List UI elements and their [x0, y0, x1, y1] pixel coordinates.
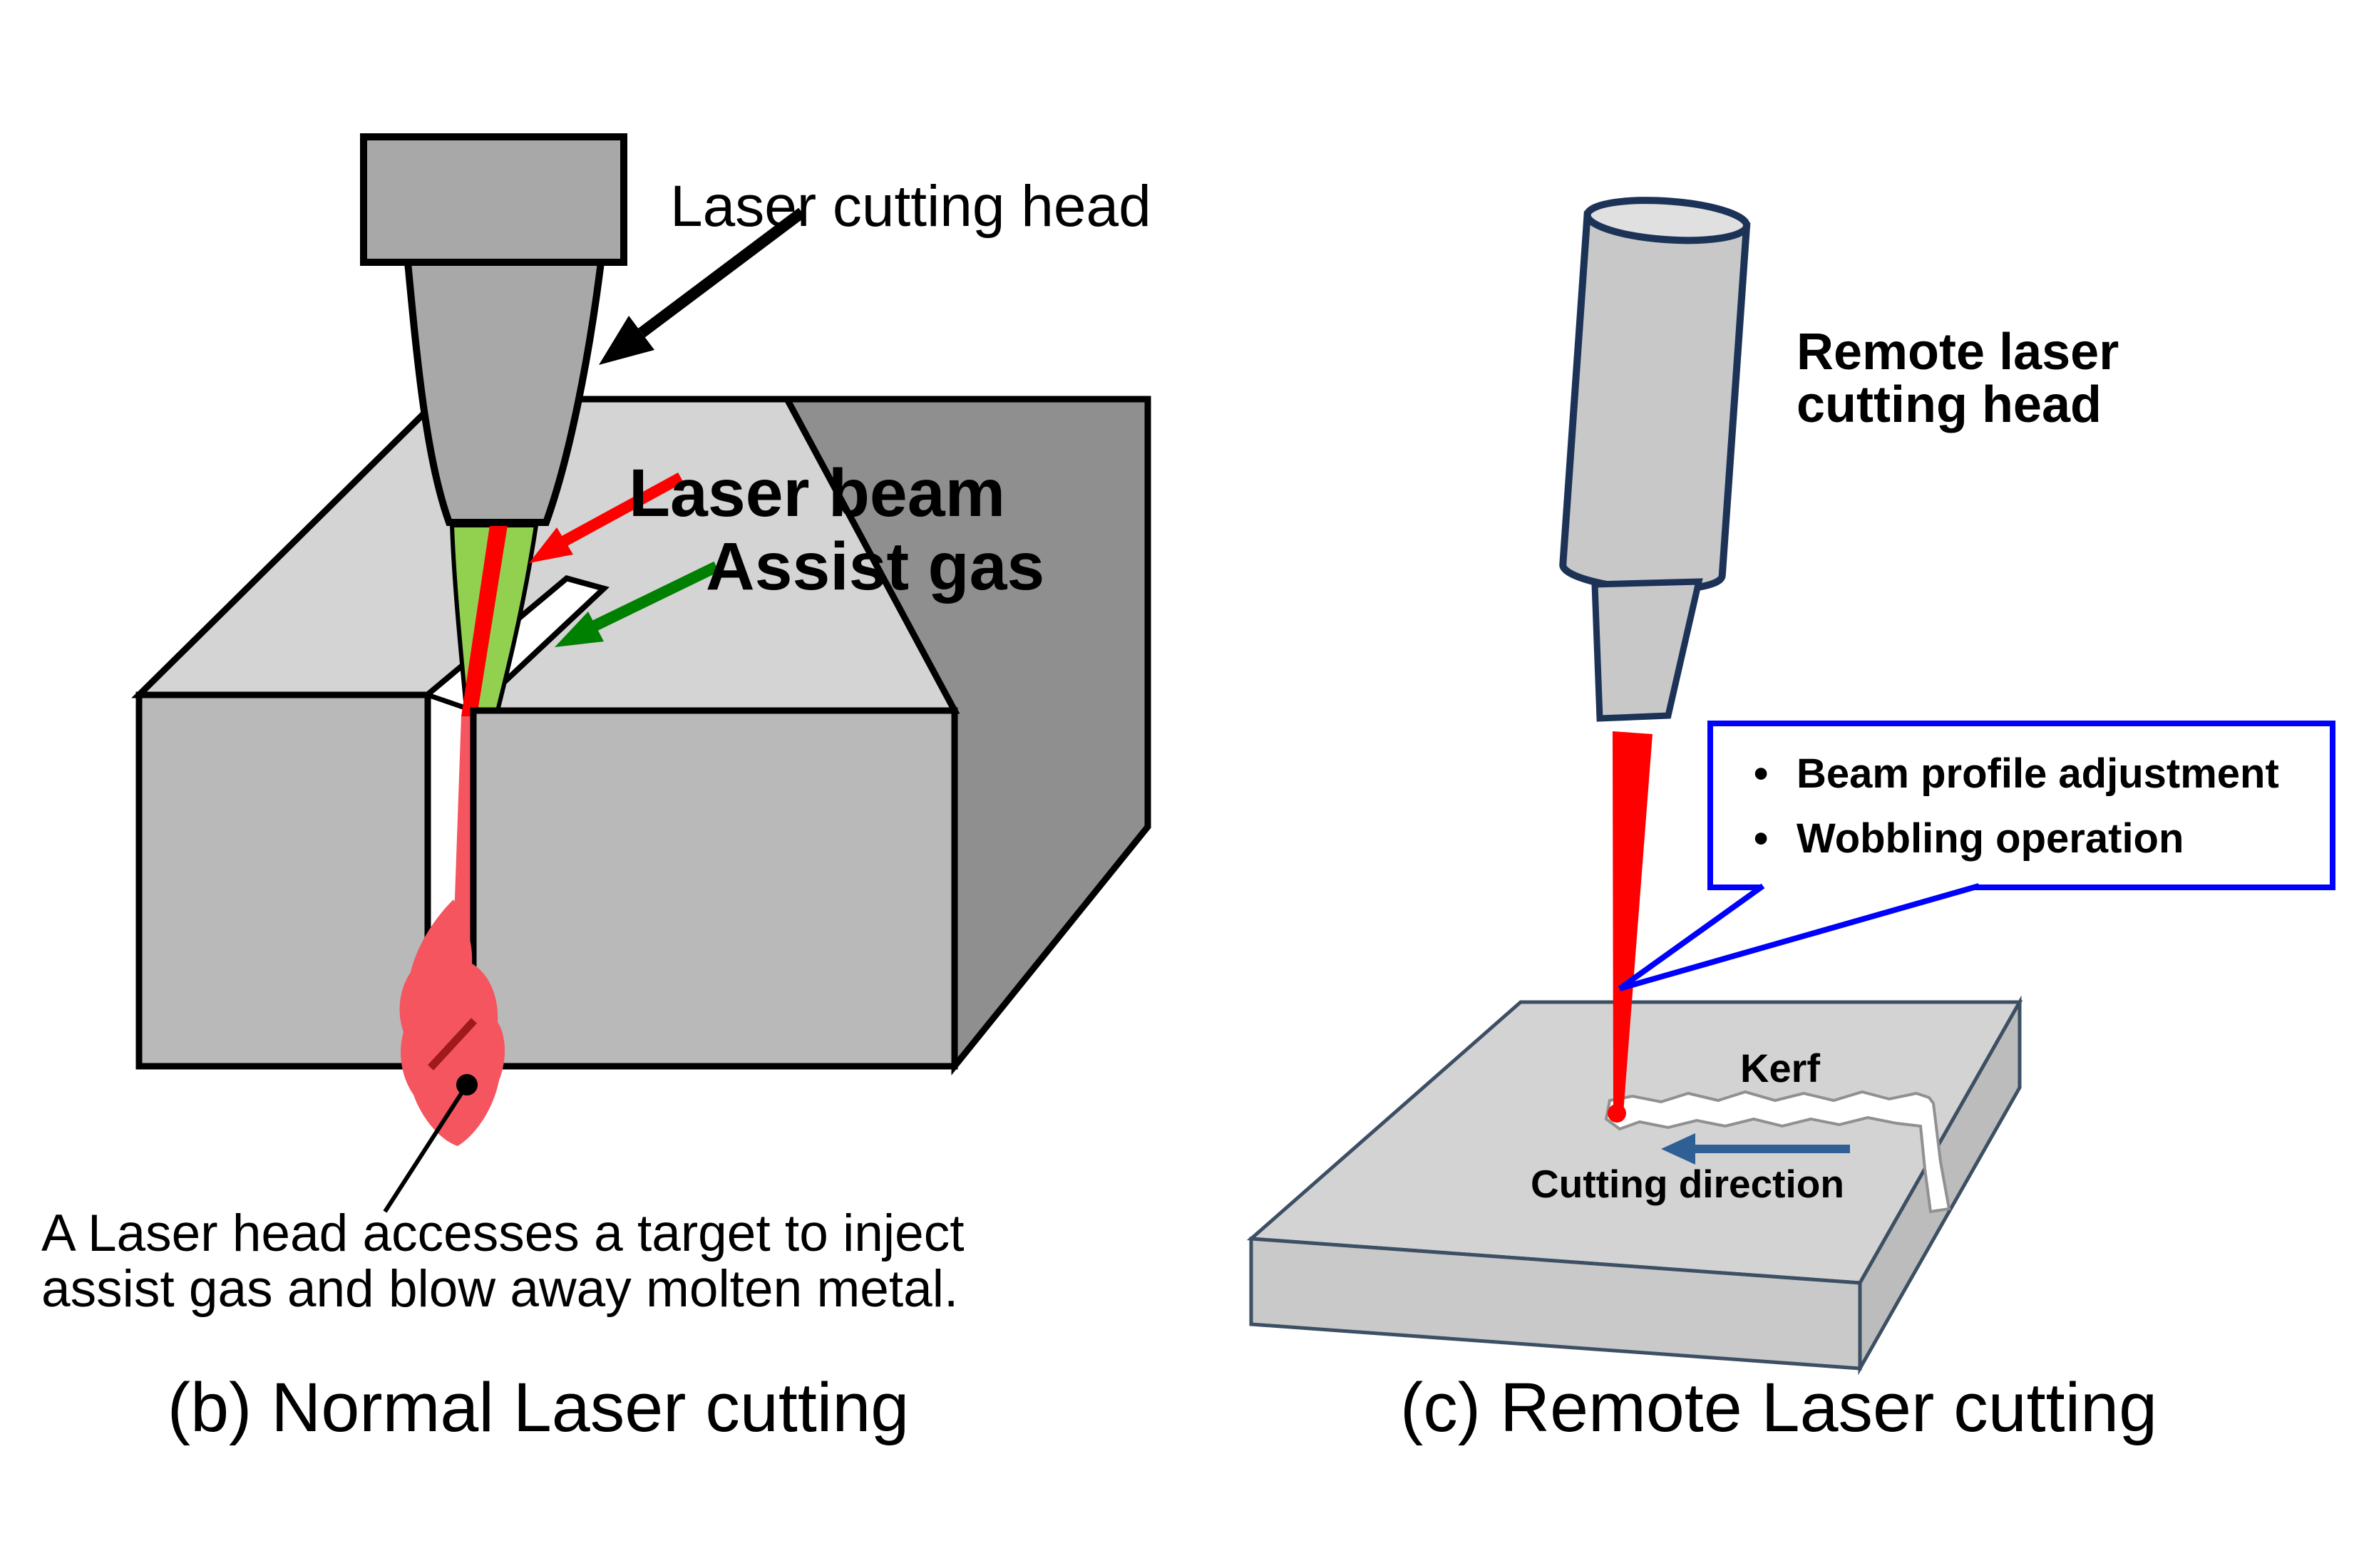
description-line-1: A Laser head accesses a target to inject — [41, 1205, 965, 1262]
remote-head-label-line2: cutting head — [1797, 376, 2102, 433]
callout-item-beam-profile: Beam profile adjustment — [1797, 751, 2279, 797]
block-front-face-right — [470, 707, 958, 1070]
laser-cutting-head-label: Laser cutting head — [670, 174, 1151, 239]
callout-item-wobbling: Wobbling operation — [1797, 815, 2184, 862]
remote-head-label-line1: Remote laser — [1797, 324, 2119, 381]
remote-laser-cutting-diagram: • Beam profile adjustment • Wobbling ope… — [1246, 197, 2335, 1446]
laser-head-nozzle — [404, 259, 605, 526]
gas-arrow-tip — [555, 612, 604, 647]
normal-laser-cutting-diagram: Laser cutting head Laser beam Assist gas… — [41, 133, 1151, 1446]
cylinder-top-ellipse — [1583, 197, 1751, 244]
remote-laser-beam — [1613, 731, 1653, 1113]
direction-arrow-tip — [1661, 1133, 1695, 1165]
left-caption: (b) Normal Laser cutting — [168, 1368, 909, 1446]
remote-head-nozzle — [1591, 578, 1703, 722]
laser-beam-label: Laser beam — [629, 455, 1005, 531]
laser-head-body — [360, 133, 627, 266]
beam-arrow-tip — [529, 527, 573, 563]
molten-leader-line — [383, 1083, 469, 1213]
block-front-face-left — [135, 691, 431, 1070]
head-arrow-shaft — [638, 207, 806, 338]
cutting-direction-label: Cutting direction — [1531, 1162, 1844, 1206]
right-caption: (c) Remote Laser cutting — [1400, 1368, 2157, 1446]
kerf-label: Kerf — [1740, 1046, 1820, 1090]
head-pointer-arrow — [599, 207, 806, 365]
assist-gas-label: Assist gas — [706, 529, 1044, 604]
assist-gas-arrow — [555, 561, 719, 647]
molten-metal-blob — [399, 899, 505, 1146]
beam-arrow-shaft — [560, 472, 684, 547]
bullet-icon: • — [1754, 815, 1768, 862]
callout-bubble: • Beam profile adjustment • Wobbling ope… — [1618, 721, 2335, 991]
callout-tail-right — [1618, 883, 1980, 991]
gas-arrow-shaft — [589, 561, 719, 633]
cylinder-body — [1559, 211, 1751, 594]
cutting-direction-arrow — [1661, 1133, 1850, 1165]
bullet-icon: • — [1754, 751, 1768, 797]
callout-tail-left — [1618, 883, 1765, 991]
melt-front-line — [427, 1018, 478, 1071]
callout-box — [1707, 721, 2335, 890]
kerf-cut-shape — [1604, 1090, 1951, 1214]
head-arrow-tip — [599, 316, 654, 365]
remote-head-cylinder — [1559, 197, 1751, 594]
description-line-2: assist gas and blow away molten metal. — [41, 1260, 958, 1318]
molten-anchor-dot — [456, 1074, 478, 1095]
laser-spot-dot — [1608, 1104, 1626, 1123]
laser-beam-shape — [461, 525, 508, 716]
laser-beam-arrow — [529, 472, 684, 563]
